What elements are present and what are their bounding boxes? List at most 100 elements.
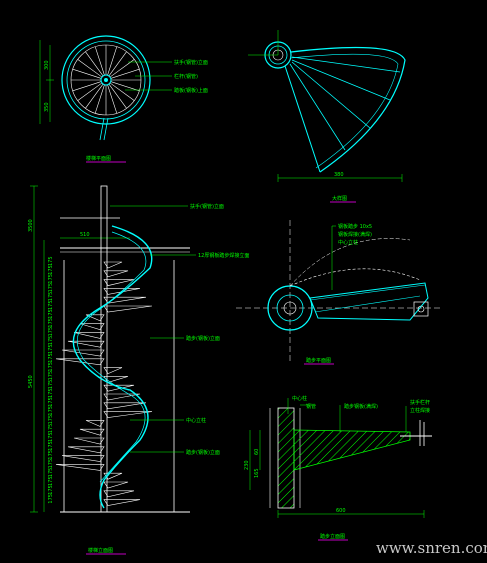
stair-step xyxy=(67,340,105,348)
step-dim-label: 175 xyxy=(48,380,54,390)
step-dimension-ticks: 1751751751751751751751751751751751751751… xyxy=(48,256,54,503)
step-plan-callout-3: 中心立柱 xyxy=(338,239,358,246)
fan-dim: 380 xyxy=(334,172,344,178)
stair-step xyxy=(103,270,129,278)
step-dim-label: 175 xyxy=(48,424,54,434)
plan-step-line xyxy=(107,46,118,76)
step-dim-label: 175 xyxy=(48,441,54,451)
plan-dim-bottom: 350 xyxy=(44,102,50,112)
plan-callout-3: 踏板(钢板)上面 xyxy=(174,87,208,94)
step-dim-label: 175 xyxy=(48,494,54,504)
stair-plan-view: 300 350 扶手(钢管)立面 栏杆(钢管) 踏板(钢板)上面 楼梯平面图 xyxy=(39,35,208,163)
stair-step xyxy=(103,376,129,383)
stair-step xyxy=(103,499,141,506)
plan-step-line xyxy=(108,51,127,77)
step-dim-label: 175 xyxy=(48,327,54,337)
fan-title: 大样图 xyxy=(332,195,347,202)
plan-step-line xyxy=(109,82,135,101)
elev-dim-top: 3500 xyxy=(28,219,34,232)
step-dim-label: 175 xyxy=(48,265,54,275)
step-dim-label: 175 xyxy=(48,283,54,293)
stair-step xyxy=(103,481,129,489)
step-dim-label: 175 xyxy=(48,256,54,266)
elev-callout-3: 踏步(钢板)立面 xyxy=(186,335,220,342)
stair-step xyxy=(103,411,153,418)
plan-callout-1: 扶手(钢管)立面 xyxy=(174,59,208,66)
stair-step xyxy=(79,323,105,330)
step-dim-label: 175 xyxy=(48,432,54,442)
section-callout-4: 扶手栏杆 xyxy=(410,399,430,406)
section-callout-2: 钢管 xyxy=(306,403,316,410)
elev-callout-1: 扶手(钢管)立面 xyxy=(190,203,224,210)
stair-step xyxy=(103,296,147,304)
stair-step xyxy=(103,261,123,269)
section-dim-3: 165 xyxy=(254,468,260,478)
step-dim-label: 175 xyxy=(48,388,54,398)
stair-step xyxy=(61,349,105,357)
step-plan-title: 踏步平面图 xyxy=(306,357,331,364)
section-callout-3: 踏步钢板(满焊) xyxy=(344,403,378,410)
elev-dim-width: 510 xyxy=(80,232,90,238)
step-dim-label: 175 xyxy=(48,300,54,310)
step-dim-label: 175 xyxy=(48,371,54,381)
plan-callout-2: 栏杆(钢管) xyxy=(174,73,198,80)
elev-callout-2: 12厚钢板踏步焊接立面 xyxy=(198,252,249,259)
stair-step xyxy=(85,314,105,322)
step-dim-label: 175 xyxy=(48,406,54,416)
stair-elevation-view: 5450 3500 175175175175175175175175175175… xyxy=(28,185,249,555)
elev-dim-total: 5450 xyxy=(28,375,34,388)
step-dim-label: 175 xyxy=(48,415,54,425)
stair-step xyxy=(61,455,105,462)
plan-step-line xyxy=(72,68,102,79)
section-callout-1: 中心柱 xyxy=(292,395,307,402)
stair-step xyxy=(103,367,123,374)
plan-step-line xyxy=(77,82,103,101)
stair-step xyxy=(85,420,105,427)
plan-step-line xyxy=(85,83,104,109)
step-dim-label: 175 xyxy=(48,318,54,328)
step-dim-label: 175 xyxy=(48,353,54,363)
step-plan-detail: 钢板踏步 10x5 钢板焊接(满焊) 中心立柱 踏步平面图 xyxy=(236,220,440,365)
step-dim-label: 175 xyxy=(48,485,54,495)
step-dim-label: 175 xyxy=(48,450,54,460)
stair-step xyxy=(103,472,123,480)
step-dim-label: 175 xyxy=(48,459,54,469)
stair-step xyxy=(55,464,105,471)
step-plan-callout-2: 钢板焊接(满焊) xyxy=(338,231,372,238)
stair-step xyxy=(103,490,135,498)
plan-step-line xyxy=(94,84,105,114)
fan-detail-view: 380 大样图 xyxy=(248,30,406,203)
step-dim-label: 175 xyxy=(48,292,54,302)
plan-dim-top: 300 xyxy=(44,60,50,70)
step-dim-label: 175 xyxy=(48,309,54,319)
plan-step-line xyxy=(85,51,104,77)
step-section-detail: 230 60 165 600 中心柱 钢管 踏步钢板(满焊) 扶手栏杆 立柱焊接… xyxy=(244,395,432,541)
plan-step-line xyxy=(110,68,140,79)
step-dim-label: 175 xyxy=(48,362,54,372)
stair-step xyxy=(103,305,153,313)
plan-step-line xyxy=(109,59,135,78)
elev-callout-4: 中心立柱 xyxy=(186,417,206,424)
plan-step-line xyxy=(107,84,118,114)
stair-step xyxy=(73,332,105,339)
section-callout-5: 立柱焊接 xyxy=(410,407,430,414)
step-dim-label: 175 xyxy=(48,274,54,284)
step-dim-label: 175 xyxy=(48,344,54,354)
elev-callout-5: 踏步(钢板)立面 xyxy=(186,449,220,456)
step-dim-label: 175 xyxy=(48,468,54,478)
watermark: www.snren.com xyxy=(376,539,487,557)
plan-step-line xyxy=(110,81,140,92)
step-plan-callout-1: 钢板踏步 10x5 xyxy=(338,223,372,230)
stair-steps xyxy=(55,261,153,506)
plan-step-line xyxy=(108,83,127,109)
plan-step-line xyxy=(77,59,103,78)
plan-step-line xyxy=(94,46,105,76)
stair-step xyxy=(103,279,135,286)
stair-step xyxy=(73,437,105,445)
stair-step xyxy=(103,402,147,410)
step-dim-label: 175 xyxy=(48,397,54,407)
plan-step-line xyxy=(72,81,102,92)
stair-step xyxy=(79,428,105,436)
section-dim-bottom: 600 xyxy=(336,508,346,514)
